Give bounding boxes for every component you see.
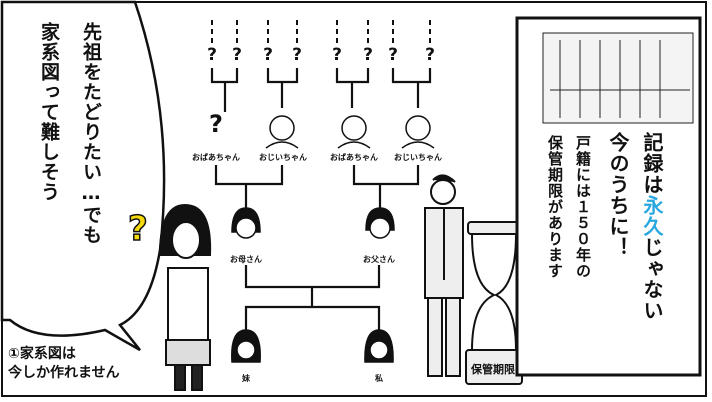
hourglass-label: 保管期限 xyxy=(471,363,515,376)
unknown-mark: ? xyxy=(207,45,217,65)
unknown-mark: ? xyxy=(363,45,373,65)
grandfather-maternal-label: おじいちゃん xyxy=(259,153,307,162)
ancestor-dashed-lines xyxy=(211,20,431,45)
tree-lines xyxy=(210,68,432,330)
parent-child-faces xyxy=(231,207,395,363)
man-character xyxy=(424,174,464,377)
info-body-2: 保管期限があります xyxy=(546,135,564,279)
unknown-mark: ? xyxy=(425,45,435,65)
caption-line-1: ①家系図は xyxy=(8,346,76,362)
caption-line-2: 今しか作れません xyxy=(8,365,120,381)
info-headline-2: 今のうちに！ xyxy=(606,132,630,258)
info-headline: 記録は永久じゃない xyxy=(638,132,667,321)
headline-post: じゃない xyxy=(640,237,664,321)
headline-highlight: 永久 xyxy=(640,195,664,237)
unknown-mark: ? xyxy=(388,45,398,65)
speech-line-1: 先祖をたどりたい…でも xyxy=(80,22,102,245)
speech-bubble-shape xyxy=(0,0,166,352)
headline-pre: 記録は xyxy=(640,132,664,195)
unknown-mark: ? xyxy=(332,45,342,65)
unknown-mark: ? xyxy=(263,45,273,65)
girl-character xyxy=(158,203,212,391)
sister-label: 妹 xyxy=(242,374,250,383)
info-body-1: 戸籍には１５０年の xyxy=(574,135,592,279)
me-label: 私 xyxy=(375,374,383,383)
grandfather-paternal-label: おじいちゃん xyxy=(394,153,442,162)
grandmother-paternal-label: おばあちゃん xyxy=(330,153,378,162)
grandparent-faces xyxy=(265,115,435,149)
caption: ①家系図は 今しか作れません xyxy=(8,345,120,383)
speech-line-2: 家系図って難しそう xyxy=(38,22,60,202)
koseki-document-image xyxy=(542,32,694,124)
father-label: お父さん xyxy=(363,255,395,264)
unknown-mark: ? xyxy=(292,45,302,65)
unknown-mark: ? xyxy=(232,45,242,65)
hourglass-icon xyxy=(465,221,523,385)
mother-label: お母さん xyxy=(230,255,262,264)
unknown-grandmother-mark: ? xyxy=(209,110,223,138)
question-mark-icon: ? xyxy=(128,209,148,249)
grandmother-maternal-label: おばあちゃん xyxy=(192,153,240,162)
